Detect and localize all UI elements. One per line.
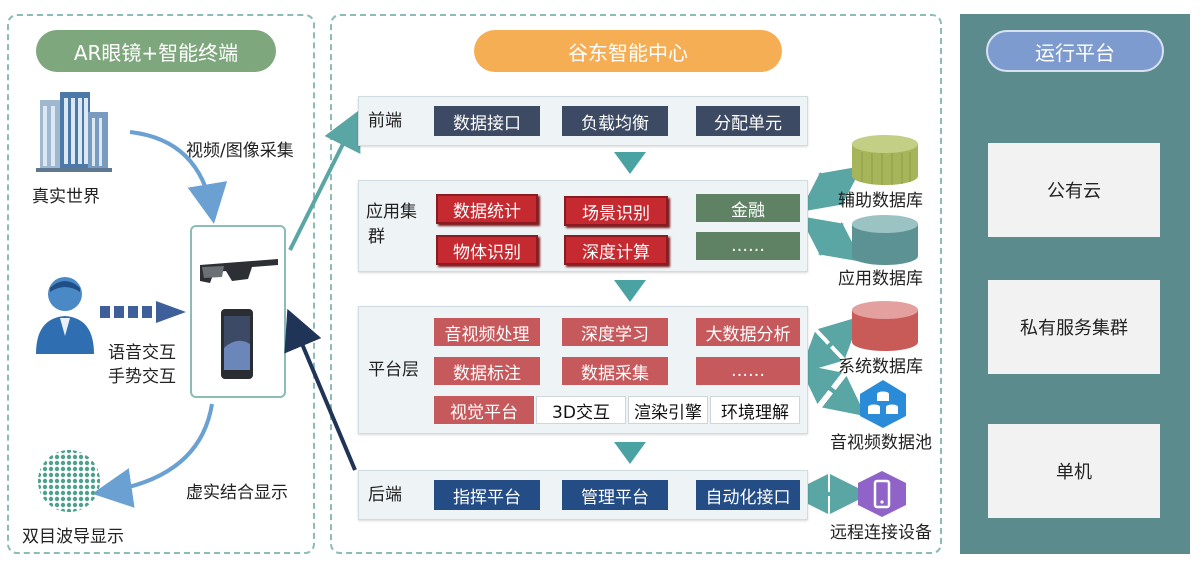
center-panel-title: 谷东智能中心 <box>474 30 782 72</box>
platform-more-box: …… <box>696 357 800 385</box>
distribution-unit-box: 分配单元 <box>696 106 800 136</box>
command-platform-box: 指挥平台 <box>434 480 540 510</box>
vision-platform-box: 视觉平台 <box>434 396 534 424</box>
private-cluster-box: 私有服务集群 <box>988 280 1160 374</box>
remote-device-icon <box>858 471 906 517</box>
depth-computation-box: 深度计算 <box>564 235 668 265</box>
app-cluster-label-1: 应用集 <box>366 202 417 222</box>
av-pool-icon <box>860 380 906 428</box>
remote-device-label: 远程连接设备 <box>830 523 932 543</box>
object-recognition-box: 物体识别 <box>436 235 538 265</box>
automation-interface-box: 自动化接口 <box>696 480 800 510</box>
sys-database-icon <box>852 301 918 351</box>
display-label: 虚实结合显示 <box>186 483 288 503</box>
standalone-box: 单机 <box>988 424 1160 518</box>
aux-database-label: 辅助数据库 <box>838 191 923 211</box>
voice-interaction-label: 语音交互 <box>108 343 176 363</box>
aux-database-icon <box>852 135 918 185</box>
deep-learning-box: 深度学习 <box>562 318 668 346</box>
app-more-box: …… <box>696 232 800 260</box>
big-data-box: 大数据分析 <box>696 318 800 346</box>
app-cluster-label-2: 群 <box>368 227 385 247</box>
capture-label: 视频/图像采集 <box>186 141 294 161</box>
environment-understanding-box: 环境理解 <box>710 396 800 424</box>
public-cloud-box: 公有云 <box>988 143 1160 237</box>
sys-database-label: 系统数据库 <box>838 357 923 377</box>
waveguide-label: 双目波导显示 <box>22 527 124 547</box>
building-icon <box>36 92 112 172</box>
av-processing-box: 音视频处理 <box>434 318 540 346</box>
back-layer-label: 后端 <box>368 485 402 505</box>
left-arrows <box>92 130 228 508</box>
finance-box: 金融 <box>696 194 800 222</box>
data-statistics-box: 数据统计 <box>436 194 538 224</box>
real-world-label: 真实世界 <box>32 187 100 207</box>
data-labeling-box: 数据标注 <box>434 357 540 385</box>
app-database-label: 应用数据库 <box>838 269 923 289</box>
scene-recognition-box: 场景识别 <box>564 196 668 226</box>
platform-layer-label: 平台层 <box>368 360 419 380</box>
3d-interaction-box: 3D交互 <box>536 396 626 424</box>
smartphone-icon <box>221 309 253 379</box>
front-layer-label: 前端 <box>368 111 402 131</box>
left-panel <box>7 14 315 554</box>
down-arrow-3 <box>614 442 646 464</box>
down-arrow-2 <box>614 280 646 302</box>
waveguide-grid-icon <box>38 450 100 512</box>
data-interface-box: 数据接口 <box>434 106 540 136</box>
interaction-arrow <box>100 301 190 323</box>
ar-glasses-icon <box>200 259 278 283</box>
render-engine-box: 渲染引擎 <box>628 396 708 424</box>
down-arrow-1 <box>614 152 646 174</box>
data-collection-box: 数据采集 <box>562 357 668 385</box>
load-balance-box: 负载均衡 <box>562 106 668 136</box>
left-panel-title: AR眼镜+智能终端 <box>36 30 276 72</box>
av-pool-label: 音视频数据池 <box>830 433 932 453</box>
right-panel-title: 运行平台 <box>986 30 1164 72</box>
person-icon <box>36 277 94 354</box>
app-database-icon <box>852 215 918 265</box>
gesture-interaction-label: 手势交互 <box>108 367 176 387</box>
center-panel <box>330 14 942 554</box>
management-platform-box: 管理平台 <box>562 480 668 510</box>
